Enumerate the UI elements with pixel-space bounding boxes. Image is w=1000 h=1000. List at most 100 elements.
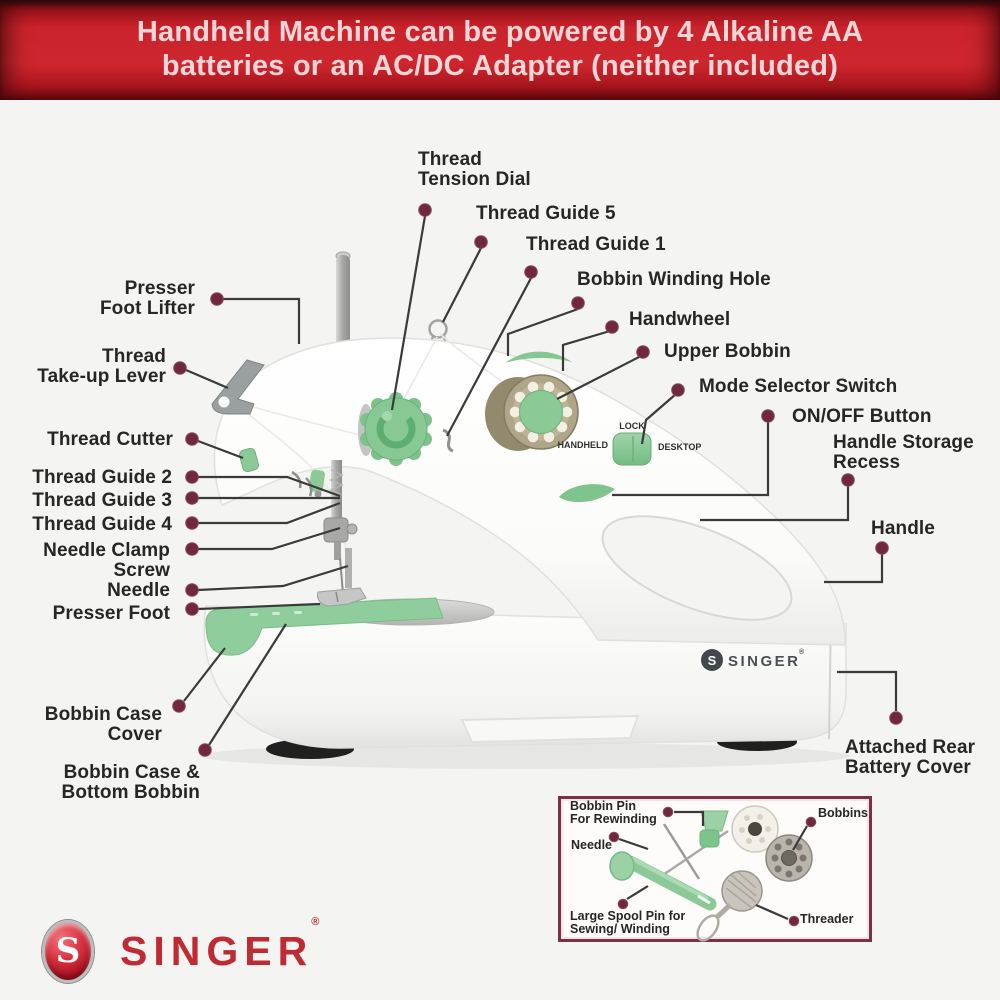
label-thread-guide-2: Thread Guide 2 <box>32 467 172 488</box>
handwheel-dots <box>509 381 573 443</box>
callout-line-thread-cutter <box>197 439 244 460</box>
callout-line-attached-rear-battery-cover <box>837 670 898 711</box>
callout-line-thread-guide-5 <box>442 247 482 323</box>
lifter-rod-cap <box>335 251 351 261</box>
label-accessory-needle: Needle <box>571 838 612 852</box>
label-handwheel: Handwheel <box>629 309 731 330</box>
callout-line-upper-bobbin <box>556 355 642 400</box>
callout-line-thread-guide-1 <box>446 277 532 437</box>
rubber-foot-left <box>266 739 354 759</box>
callout-dot-upper-bobbin <box>636 345 650 359</box>
callout-dot-attached-rear-battery-cover <box>889 711 903 725</box>
label-bobbin-case-bottom-bobbin: Bobbin Case & Bottom Bobbin <box>61 762 200 803</box>
on-off-button-part <box>559 484 615 503</box>
callout-dot-thread-cutter <box>185 432 199 446</box>
machine-base <box>203 605 847 749</box>
callout-dot-bobbin-case-bottom-bobbin <box>198 743 212 757</box>
callout-line-on-off-button <box>612 422 770 497</box>
callout-line-thread-guide-4 <box>198 501 341 525</box>
label-handle: Handle <box>871 518 935 539</box>
callout-dot-thread-guide-4 <box>185 516 199 530</box>
badge-s: S <box>708 653 717 668</box>
machine-brand-badge: S SINGER ® <box>701 648 805 671</box>
needle-plate <box>329 598 495 626</box>
label-bobbins: Bobbins <box>818 806 868 820</box>
callout-line-needle-clamp-screw <box>198 526 341 551</box>
label-attached-rear-battery-cover: Attached Rear Battery Cover <box>845 737 976 778</box>
callout-line-thread-tension-dial <box>390 215 427 411</box>
callout-line-presser-foot <box>197 602 321 611</box>
callout-line-handwheel <box>561 329 611 371</box>
label-thread-guide-1: Thread Guide 1 <box>526 234 666 255</box>
callout-dot-bobbin-case-cover <box>172 699 186 713</box>
badge-brand: SINGER <box>728 653 801 670</box>
thread-guides-metal <box>291 470 313 497</box>
cover-stitch-mark <box>250 613 258 616</box>
label-presser-foot: Presser Foot <box>52 603 170 624</box>
callout-line-thread-take-up-lever <box>185 368 229 390</box>
callout-dot-presser-foot <box>185 602 199 616</box>
callout-dot-mode-selector-switch <box>671 383 685 397</box>
base-latch-recess <box>460 714 640 744</box>
callout-line-bobbin-winding-hole <box>506 307 579 356</box>
label-thread-guide-5: Thread Guide 5 <box>476 203 616 224</box>
badge-reg: ® <box>799 648 805 656</box>
wire-loop-prongs <box>427 335 449 353</box>
label-large-spool-pin: Large Spool Pin for Sewing/ Winding <box>570 909 686 936</box>
callout-line-presser-foot-lifter <box>223 297 301 344</box>
callout-dot-thread-take-up-lever <box>173 361 187 375</box>
singer-wordmark-text: SINGER <box>120 927 314 974</box>
thread-guide-1-part <box>442 428 454 453</box>
callout-dot-thread-guide-1 <box>524 265 538 279</box>
thread-tension-dial-part <box>358 392 432 466</box>
desktop-label: DESKTOP <box>658 442 701 452</box>
bobbin-case-cover-part <box>205 597 444 656</box>
callout-dot-handwheel <box>605 320 619 334</box>
lock-label: LOCK <box>619 421 645 431</box>
singer-logo: S SINGER® <box>42 916 327 983</box>
handheld-label: HANDHELD <box>558 440 609 450</box>
label-bobbin-case-cover: Bobbin Case Cover <box>44 704 162 745</box>
label-bobbin-winding-hole: Bobbin Winding Hole <box>577 269 771 290</box>
callout-dot-thread-guide-2 <box>185 470 199 484</box>
callout-dot-thread-tension-dial <box>418 203 432 217</box>
thread-take-up-lever-part <box>211 359 265 415</box>
callout-line-thread-guide-2 <box>198 475 341 498</box>
callout-line-needle <box>197 564 349 592</box>
thread-cutter-part <box>239 447 259 473</box>
callout-dot-needle-clamp-screw <box>185 542 199 556</box>
thread-lines <box>234 333 521 557</box>
singer-oval-badge: S <box>42 919 94 983</box>
mode-selector-switch-part: LOCK HANDHELD DESKTOP <box>558 421 701 466</box>
top-banner: Handheld Machine can be powered by 4 Alk… <box>0 0 1000 100</box>
label-thread-guide-4: Thread Guide 4 <box>32 514 172 535</box>
label-thread-take-up-lever: Thread Take-up Lever <box>37 346 166 387</box>
thread-guide-pin <box>314 490 322 498</box>
singer-badge-s: S <box>55 931 81 971</box>
ground-shadow <box>200 743 850 769</box>
upper-bobbin-part <box>519 390 563 434</box>
label-upper-bobbin: Upper Bobbin <box>664 341 791 362</box>
label-on-off-button: ON/OFF Button <box>792 406 932 427</box>
label-thread-guide-3: Thread Guide 3 <box>32 490 172 511</box>
battery-cover-seam <box>828 613 832 740</box>
callout-line-mode-selector-switch <box>640 393 677 445</box>
callout-dot-on-off-button <box>761 409 775 423</box>
callout-dot-presser-foot-lifter <box>210 292 224 306</box>
rubber-foot-right <box>717 733 797 751</box>
callout-line-handle <box>824 554 884 584</box>
callout-dot-handle-storage-recess <box>841 473 855 487</box>
label-needle: Needle <box>107 580 170 601</box>
label-threader: Threader <box>800 912 854 926</box>
callout-dot-needle <box>185 583 199 597</box>
label-mode-selector-switch: Mode Selector Switch <box>699 376 898 397</box>
banner-line2: batteries or an AC/DC Adapter (neither i… <box>161 50 839 82</box>
label-presser-foot-lifter: Presser Foot Lifter <box>99 278 195 319</box>
callout-line-handle-storage-recess <box>700 486 850 522</box>
cover-stitch-mark <box>294 611 302 614</box>
lever-hole <box>218 396 230 408</box>
bobbin-winding-hole-part <box>505 351 572 363</box>
needle-assembly <box>317 460 367 607</box>
registered-mark: ® <box>311 915 326 928</box>
